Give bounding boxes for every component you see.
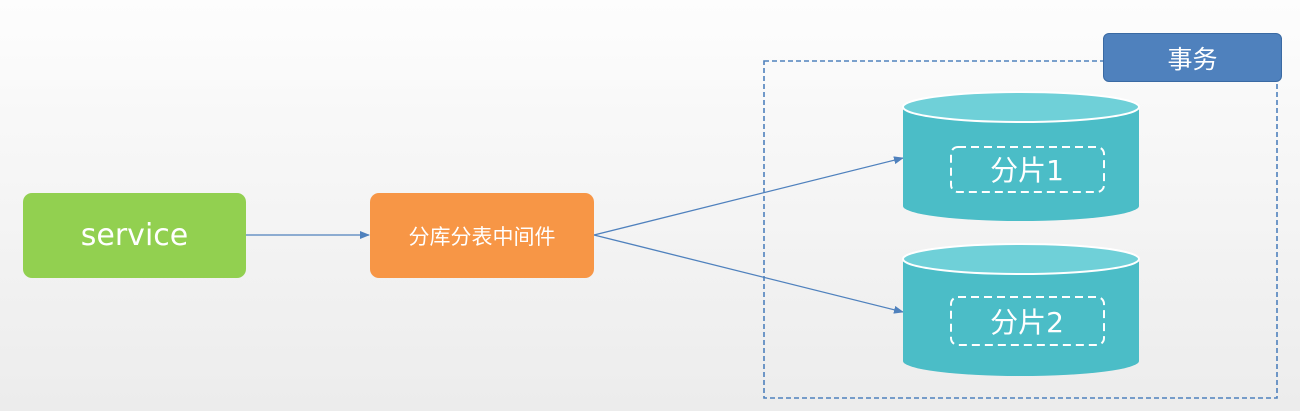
- shard-1-label-frame: [950, 146, 1105, 193]
- shard-2-label-frame: [950, 296, 1105, 346]
- sharding-middleware-node: 分库分表中间件: [370, 193, 594, 278]
- service-node: service: [23, 193, 246, 278]
- arrow-middleware-to-shard-2: [593, 234, 904, 314]
- transaction-label: 事务: [1103, 33, 1282, 82]
- transaction-boundary: [763, 60, 1278, 399]
- service-label: service: [80, 218, 189, 253]
- middleware-label: 分库分表中间件: [408, 224, 556, 249]
- arrow-middleware-to-shard-1: [593, 156, 904, 236]
- shard-1-database-icon: 分片1: [902, 91, 1140, 221]
- shard-2-database-icon: 分片2: [902, 243, 1140, 376]
- transaction-label-text: 事务: [1167, 44, 1218, 74]
- shard-2-label: 分片2: [990, 306, 1064, 339]
- shard-1-label: 分片1: [990, 154, 1064, 187]
